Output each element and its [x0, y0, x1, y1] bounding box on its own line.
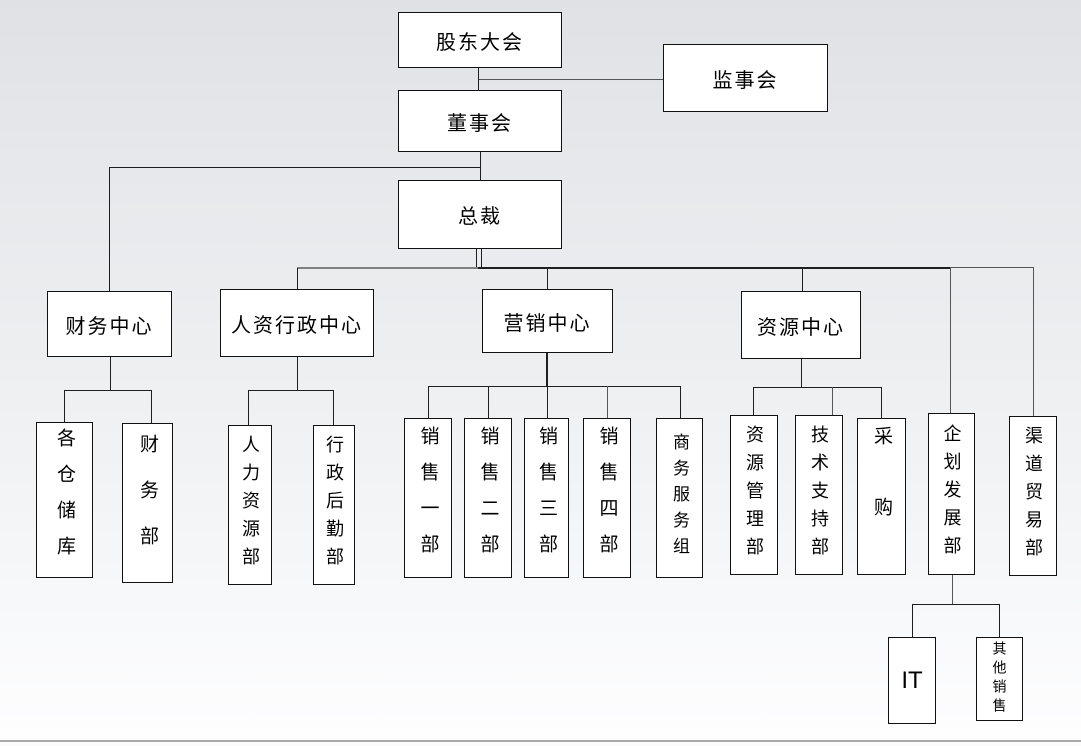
connector-line [478, 68, 480, 91]
node-label: 董事会 [447, 112, 513, 135]
node-label: 企划发展部 [941, 424, 962, 564]
org-node-channel-trade-dept[interactable]: 渠道贸易部 [1009, 416, 1057, 576]
org-node-warehouses[interactable]: 各仓储库 [36, 422, 93, 578]
connector-line [428, 386, 681, 388]
node-label: 技术支持部 [809, 425, 829, 565]
org-node-admin-logistics-dept[interactable]: 行政后勤部 [313, 425, 355, 585]
connector-line [753, 387, 881, 389]
page-bottom-margin [0, 741, 1081, 746]
node-label: IT [901, 666, 923, 694]
node-label: 人资行政中心 [231, 314, 363, 337]
connector-line [481, 249, 483, 268]
connector-line [912, 604, 914, 637]
connector-line [680, 386, 682, 418]
node-label: 股东大会 [436, 31, 524, 54]
connector-line [488, 386, 490, 418]
connector-line [479, 79, 663, 81]
connector-line [546, 353, 549, 386]
connector-line [428, 386, 430, 418]
org-node-finance-dept[interactable]: 财务部 [122, 423, 173, 583]
org-node-sales-dept-2[interactable]: 销售二部 [464, 418, 512, 578]
connector-line [950, 267, 1034, 269]
org-node-finance-center[interactable]: 财务中心 [47, 291, 172, 357]
node-label: 其他销售 [991, 641, 1008, 717]
connector-line [151, 390, 153, 423]
node-label: 各仓储库 [54, 428, 75, 572]
connector-line [881, 387, 883, 418]
node-label: 资源管理部 [744, 425, 764, 565]
org-node-resource-mgmt-dept[interactable]: 资源管理部 [730, 415, 778, 575]
connector-line [109, 167, 480, 169]
org-node-tech-support-dept[interactable]: 技术支持部 [795, 415, 843, 575]
node-label: 销售一部 [417, 426, 439, 570]
connector-line [109, 357, 111, 390]
connector-line [296, 357, 298, 390]
org-node-resource-center[interactable]: 资源中心 [741, 291, 861, 359]
org-node-sales-dept-4[interactable]: 销售四部 [583, 418, 631, 578]
connector-line [832, 387, 834, 415]
org-node-planning-dev-dept[interactable]: 企划发展部 [928, 413, 975, 575]
org-node-business-service-group[interactable]: 商务服务组 [656, 418, 703, 578]
node-label: 行政后勤部 [324, 435, 344, 575]
connector-line [546, 386, 549, 418]
connector-line [333, 390, 335, 425]
connector-line [801, 268, 803, 291]
org-node-it-dept[interactable]: IT [888, 637, 936, 724]
node-label: 渠道贸易部 [1023, 426, 1043, 566]
connector-line [950, 268, 952, 413]
connector-line [998, 604, 1000, 637]
node-label: 商务服务组 [670, 433, 689, 563]
connector-line [753, 387, 755, 415]
node-label: 总裁 [458, 206, 502, 228]
org-node-hr-admin-center[interactable]: 人资行政中心 [220, 289, 374, 357]
connector-line [952, 575, 954, 604]
connector-line [248, 390, 250, 425]
connector-line [64, 390, 66, 422]
node-label: 财务中心 [65, 315, 154, 338]
org-node-supervisory-board[interactable]: 监事会 [663, 44, 828, 112]
node-label: 财务部 [137, 434, 158, 572]
node-label: 销售三部 [536, 426, 557, 570]
org-node-sales-dept-3[interactable]: 销售三部 [524, 418, 569, 578]
connector-line [476, 249, 478, 268]
connector-line [912, 604, 999, 606]
node-label: 采购 [871, 425, 892, 568]
org-node-procurement[interactable]: 采购 [857, 418, 906, 575]
org-node-president[interactable]: 总裁 [398, 180, 562, 249]
connector-line [1033, 268, 1035, 416]
connector-line [64, 390, 152, 392]
node-label: 销售四部 [596, 426, 618, 570]
connector-line [547, 268, 549, 289]
org-node-marketing-center[interactable]: 营销中心 [482, 289, 613, 353]
connector-line [800, 359, 802, 387]
connector-line [248, 390, 334, 392]
org-node-shareholders-meeting[interactable]: 股东大会 [398, 12, 562, 68]
org-node-human-resources-dept[interactable]: 人力资源部 [228, 425, 272, 585]
node-label: 资源中心 [757, 316, 845, 339]
org-node-board-of-directors[interactable]: 董事会 [398, 90, 562, 152]
connector-line [607, 386, 609, 418]
node-label: 销售二部 [477, 426, 499, 570]
org-node-other-sales[interactable]: 其他销售 [976, 637, 1023, 721]
connector-line [109, 167, 111, 291]
connector-line [478, 266, 950, 269]
connector-line [297, 267, 478, 269]
connector-line [479, 152, 481, 180]
page-bottom-edge-line [0, 740, 1081, 742]
node-label: 监事会 [712, 69, 779, 92]
connector-line [297, 268, 299, 289]
node-label: 人力资源部 [240, 435, 260, 575]
node-label: 营销中心 [503, 312, 592, 335]
org-node-sales-dept-1[interactable]: 销售一部 [404, 418, 452, 578]
